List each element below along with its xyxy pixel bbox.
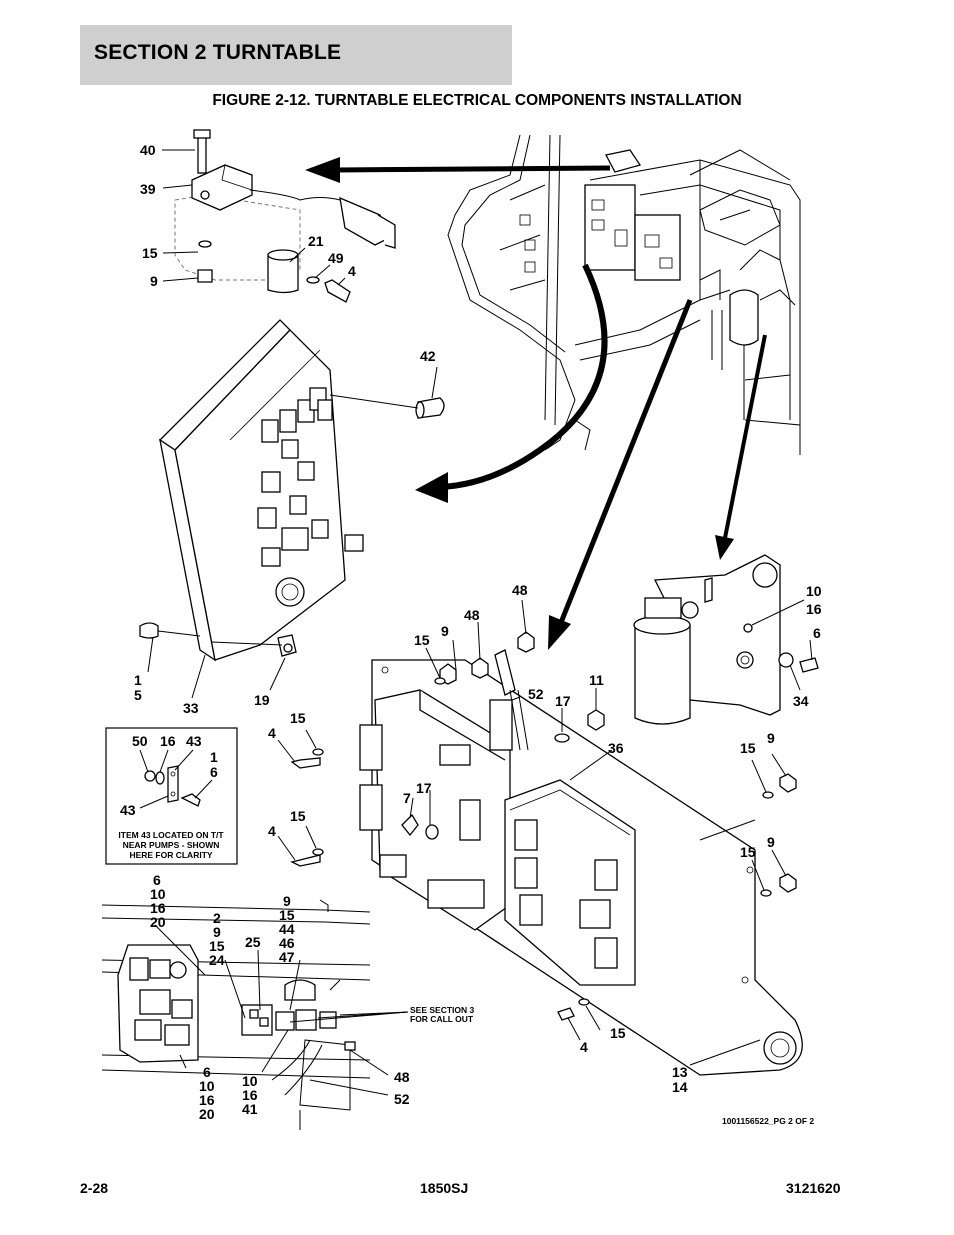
callout-11: 11	[589, 672, 604, 688]
callout-6: 6	[813, 625, 821, 641]
callout-15: 15	[290, 710, 306, 726]
callout-48: 48	[512, 582, 528, 598]
inset-callout-1: 1	[210, 749, 218, 765]
callout-48: 48	[394, 1069, 410, 1085]
callout-15: 15	[290, 808, 306, 824]
callout-24: 24	[209, 952, 225, 968]
callout-20: 20	[199, 1106, 215, 1122]
callout-9: 9	[441, 623, 449, 639]
callout-46: 46	[279, 935, 295, 951]
callout-25: 25	[245, 934, 261, 950]
inset-callout-6: 6	[210, 764, 218, 780]
mounting-plate	[277, 599, 803, 1076]
callout-9: 9	[767, 834, 775, 850]
drawing-number: 1001156522_PG 2 OF 2	[722, 1116, 814, 1126]
callout-9: 9	[213, 924, 221, 940]
callout-6: 6	[153, 872, 161, 888]
callout-6: 6	[203, 1064, 211, 1080]
callout-10: 10	[150, 886, 166, 902]
callout-21: 21	[308, 233, 324, 249]
inset-note-line-2: NEAR PUMPS - SHOWN	[123, 840, 220, 850]
callout-52: 52	[528, 686, 544, 702]
callout-5: 5	[134, 687, 142, 703]
callout-14: 14	[672, 1079, 688, 1095]
see-section-note-line-2: FOR CALL OUT	[410, 1014, 474, 1024]
callout-15: 15	[740, 844, 756, 860]
callout-4: 4	[268, 823, 276, 839]
model-name: 1850SJ	[420, 1180, 469, 1196]
callout-4: 4	[348, 263, 356, 279]
callout-49: 49	[328, 250, 344, 266]
callout-10: 10	[199, 1078, 215, 1094]
callout-48: 48	[464, 607, 480, 623]
inset-callout-16: 16	[160, 733, 176, 749]
inset-note-line-3: HERE FOR CLARITY	[129, 850, 212, 860]
callout-40: 40	[140, 142, 156, 158]
tilt-sensor-assembly	[162, 129, 396, 303]
pump-area	[101, 899, 409, 1130]
section-header: SECTION 2 TURNTABLE	[80, 25, 512, 85]
callout-41: 41	[242, 1101, 258, 1117]
callout-7: 7	[403, 790, 411, 806]
callout-labels: 40 39 15 9 21 49 4 42 1 5 33 19 48 48 15…	[118, 142, 821, 1126]
document-number: 3121620	[786, 1180, 841, 1196]
callout-1: 1	[134, 672, 142, 688]
callout-9: 9	[283, 893, 291, 909]
callout-10: 10	[806, 583, 822, 599]
see-section-note-line-1: SEE SECTION 3	[410, 1005, 475, 1015]
control-box	[139, 319, 445, 699]
inset-callout-43: 43	[120, 802, 136, 818]
page-number: 2-28	[80, 1180, 109, 1196]
callout-16: 16	[199, 1092, 215, 1108]
callout-10: 10	[242, 1073, 258, 1089]
pointer-arrows	[305, 157, 767, 650]
callout-44: 44	[279, 921, 295, 937]
callout-9: 9	[150, 273, 158, 289]
callout-16: 16	[806, 601, 822, 617]
callout-4: 4	[268, 725, 276, 741]
callout-13: 13	[672, 1064, 688, 1080]
callout-15: 15	[414, 632, 430, 648]
callout-20: 20	[150, 914, 166, 930]
callout-36: 36	[608, 740, 624, 756]
inset-callout-50: 50	[132, 733, 148, 749]
callout-33: 33	[183, 700, 199, 716]
inset-note-line-1: ITEM 43 LOCATED ON T/T	[118, 830, 224, 840]
figure-title: FIGURE 2-12. TURNTABLE ELECTRICAL COMPON…	[212, 92, 742, 109]
callout-19: 19	[254, 692, 270, 708]
callout-2: 2	[213, 910, 221, 926]
filter-assembly	[633, 554, 819, 725]
callout-4: 4	[580, 1039, 588, 1055]
callout-17: 17	[555, 693, 571, 709]
callout-39: 39	[140, 181, 156, 197]
callout-15: 15	[142, 245, 158, 261]
callout-16: 16	[242, 1087, 258, 1103]
callout-15: 15	[279, 907, 295, 923]
turntable-structure	[447, 134, 801, 455]
inset-callout-43: 43	[186, 733, 202, 749]
callout-15: 15	[610, 1025, 626, 1041]
callout-47: 47	[279, 949, 295, 965]
callout-15: 15	[209, 938, 225, 954]
callout-17: 17	[416, 780, 432, 796]
detail-inset	[105, 727, 238, 865]
callout-15: 15	[740, 740, 756, 756]
section-title: SECTION 2 TURNTABLE	[94, 41, 342, 64]
callout-9: 9	[767, 730, 775, 746]
callout-42: 42	[420, 348, 436, 364]
callout-16: 16	[150, 900, 166, 916]
callout-34: 34	[793, 693, 809, 709]
callout-52: 52	[394, 1091, 410, 1107]
